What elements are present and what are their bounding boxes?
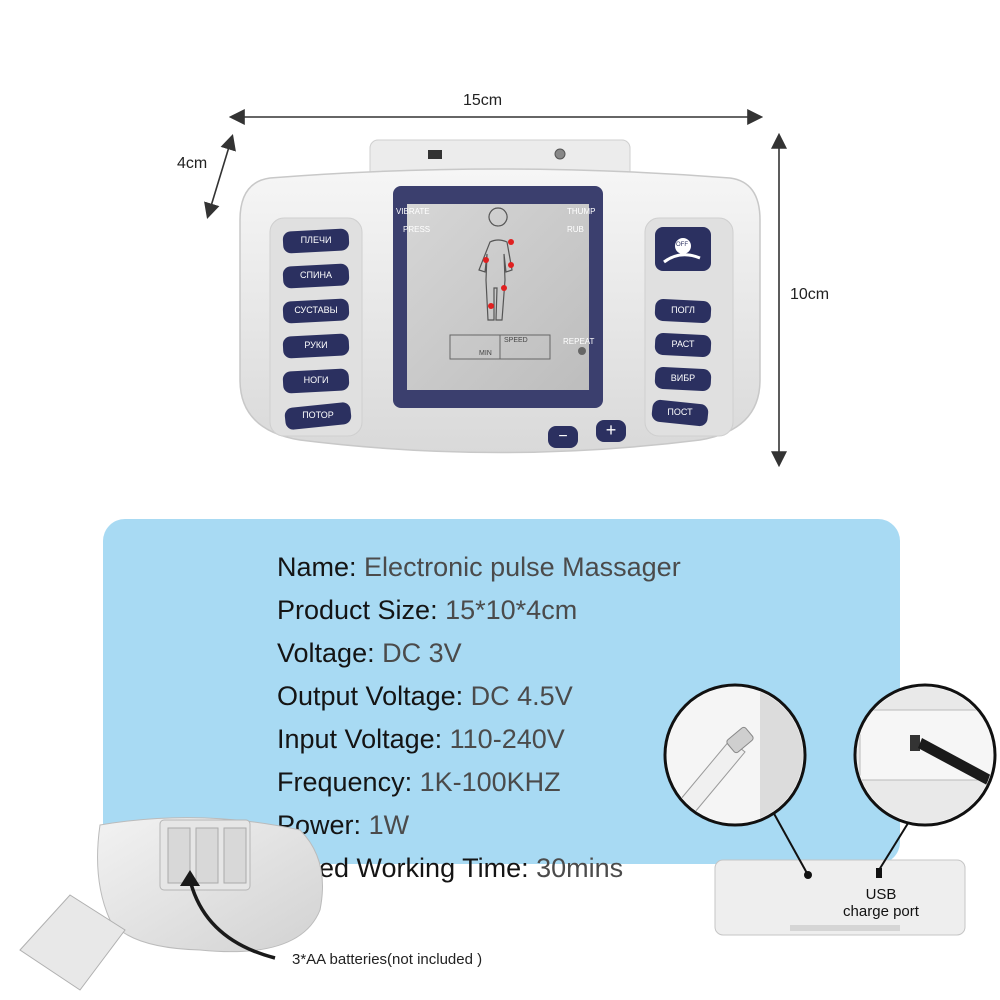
- display-min: MIN: [479, 350, 492, 357]
- usb-label-line2: charge port: [843, 903, 919, 920]
- button-label-back[interactable]: СПИНА: [300, 270, 332, 280]
- battery-arrow: [188, 879, 276, 960]
- spec-size: Product Size: 15*10*4cm: [277, 595, 578, 625]
- battery-compartment-image: [19, 817, 323, 991]
- button-label-legs[interactable]: НОГИ: [303, 375, 329, 385]
- display-rub: RUB: [567, 225, 584, 234]
- button-label-shoulders[interactable]: ПЛЕЧИ: [300, 235, 332, 245]
- button-label-stroke[interactable]: ПОГЛ: [671, 305, 695, 315]
- plus-label: +: [605, 420, 617, 440]
- power-label: OFF: [676, 242, 688, 248]
- depth-arrow: [204, 133, 236, 220]
- minus-label: −: [558, 428, 568, 445]
- height-label: 10cm: [790, 286, 830, 303]
- display-vibrate: VIBRATE: [396, 207, 430, 216]
- display-press: PRESS: [403, 225, 431, 234]
- usb-label-line1: USB: [865, 886, 897, 903]
- dimension-arrows: [204, 109, 787, 468]
- spec-frequency: Frequency: 1K-100KHZ: [277, 767, 561, 797]
- usb-port-point: [876, 868, 882, 878]
- display-repeat: REPEAT: [563, 337, 595, 346]
- button-label-joints[interactable]: СУСТАВЫ: [294, 305, 338, 315]
- button-label-rub[interactable]: ПОТОР: [302, 410, 334, 420]
- minus-button[interactable]: [548, 426, 578, 448]
- spec-list: Name: Electronic pulse Massager Product …: [277, 546, 681, 890]
- usb-detail-image: [663, 683, 997, 936]
- massager-device: [239, 139, 761, 454]
- lcd-screen: [407, 204, 589, 390]
- display-thump: THUMP: [567, 207, 596, 216]
- spec-input-voltage: Input Voltage: 110-240V: [277, 724, 565, 754]
- display-speed: SPEED: [504, 337, 528, 344]
- plus-button[interactable]: [596, 420, 626, 442]
- spec-voltage: Voltage: DC 3V: [277, 638, 462, 668]
- dc-jack: [428, 150, 442, 159]
- button-label-tap[interactable]: ПОСТ: [667, 407, 693, 417]
- button-label-vibro[interactable]: ВИБР: [670, 373, 696, 383]
- spec-output-voltage: Output Voltage: DC 4.5V: [277, 681, 573, 711]
- button-label-arms[interactable]: РУКИ: [304, 340, 328, 350]
- usb-label: USB charge port: [826, 886, 936, 920]
- right-buttons: [651, 298, 712, 427]
- spec-working-time: Rated Working Time: 30mins: [277, 853, 624, 883]
- button-label-stretch[interactable]: РАСТ: [671, 339, 695, 349]
- width-label: 15cm: [463, 92, 503, 109]
- body-figure-icon: [478, 207, 513, 321]
- repeat-indicator: [578, 347, 586, 355]
- depth-label: 4cm: [177, 155, 208, 172]
- left-buttons: [282, 228, 352, 430]
- battery-note: 3*AA batteries(not included ): [292, 951, 483, 968]
- battery-cover: [19, 894, 126, 991]
- electrode-jack: [554, 148, 566, 160]
- spec-name: Name: Electronic pulse Massager: [277, 552, 681, 582]
